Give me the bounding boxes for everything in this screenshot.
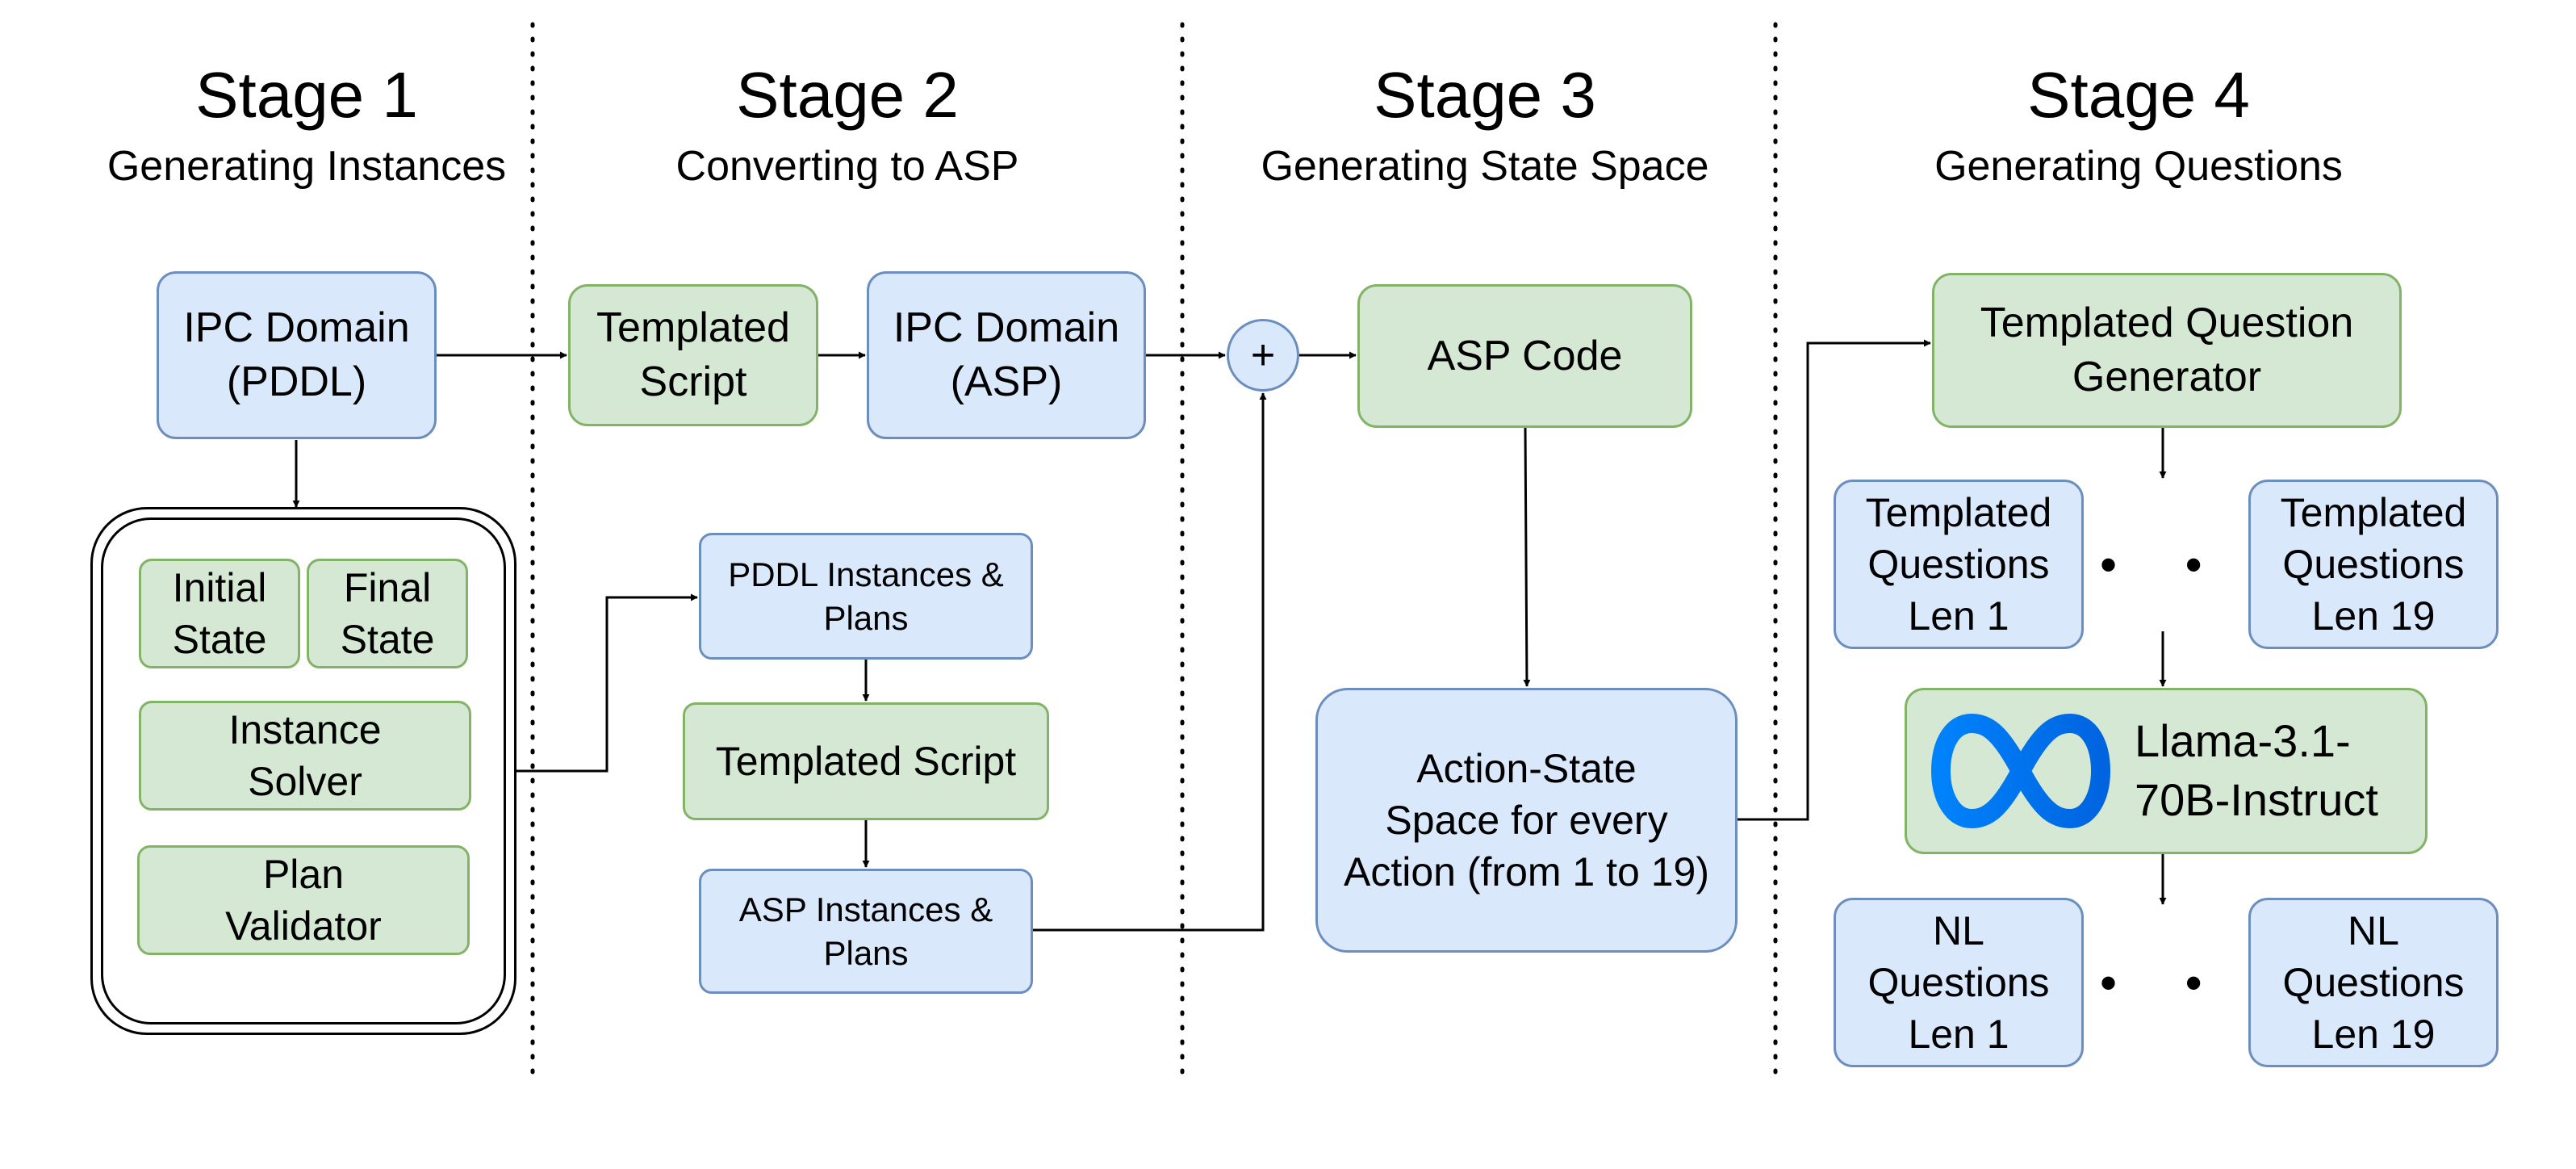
templated-script-label: Templated Script [715,739,1017,784]
arrow-asp-code-down [1523,427,1531,687]
plus-symbol: + [1250,332,1276,379]
llama-model-box: Llama-3.1- 70B-Instruct [1905,688,2428,854]
ipc-domain-asp-box: IPC Domain (ASP) [867,271,1146,439]
arrow-asp-instances-to-plus [1033,392,1267,932]
asp-code-box: ASP Code [1357,284,1692,428]
asp-code-label: ASP Code [1427,332,1623,379]
stage-1-tools-container-inner [101,517,506,1024]
action-state-space-label: Action-State Space for every Action (fro… [1344,746,1709,895]
nl-questions-len19-box: NL Questions Len 19 [2248,898,2499,1067]
nl-questions-len19-label: NL Questions Len 19 [2282,908,2465,1057]
stage-3-subtitle: Generating State Space [1261,143,1709,190]
pddl-instances-plans-box: PDDL Instances & Plans [699,533,1033,660]
plus-merge-node: + [1227,319,1299,392]
templated-script-box: Templated Script [683,702,1049,820]
arrow-state-space-to-generator [1738,339,1931,821]
initial-state-label: Initial State [172,565,267,662]
instance-solver-label: Instance Solver [228,707,382,804]
llama-model-label: Llama-3.1- 70B-Instruct [2135,715,2378,825]
pddl-instances-plans-label: PDDL Instances & Plans [728,555,1004,637]
arrow-container-to-pddl-instances [516,593,698,773]
arrows [292,339,2167,932]
templated-question-generator-label: Templated Question Generator [1980,300,2354,400]
stage-4-subtitle: Generating Questions [1934,143,2343,190]
stage-3-title: Stage 3 [1374,59,1596,131]
instance-solver-box: Instance Solver [139,701,471,811]
action-state-space-box: Action-State Space for every Action (fro… [1315,688,1738,953]
templated-questions-len19-label: Templated Questions Len 19 [2280,490,2467,639]
stage-1-subtitle: Generating Instances [107,143,507,190]
nl-questions-len1-label: NL Questions Len 1 [1867,908,2050,1057]
asp-instances-plans-label: ASP Instances & Plans [738,890,993,972]
templated-script-top-label: Templated Script [596,304,790,405]
nl-questions-len1-box: NL Questions Len 1 [1834,898,2084,1067]
stage-4-title: Stage 4 [2027,59,2250,131]
meta-infinity-logo-icon [1931,714,2110,828]
stage-2-subtitle: Converting to ASP [675,143,1019,190]
stage-2-title: Stage 2 [736,59,959,131]
stage-1-tools-container [90,507,516,1035]
plan-validator-box: Plan Validator [137,845,470,955]
final-state-box: Final State [307,559,468,668]
templated-questions-len1-box: Templated Questions Len 1 [1834,480,2084,649]
final-state-label: Final State [340,565,435,662]
asp-instances-plans-box: ASP Instances & Plans [699,869,1033,994]
ipc-domain-asp-label: IPC Domain (ASP) [893,304,1120,405]
templated-questions-len19-box: Templated Questions Len 19 [2248,480,2499,649]
stage-separators [530,22,1778,1076]
templated-question-generator-box: Templated Question Generator [1932,273,2402,428]
ipc-domain-pddl-box: IPC Domain (PDDL) [157,271,437,439]
ipc-domain-pddl-label: IPC Domain (PDDL) [183,304,410,405]
stage-1-title: Stage 1 [195,59,418,131]
initial-state-box: Initial State [139,559,300,668]
plan-validator-label: Plan Validator [225,852,382,949]
templated-questions-len1-label: Templated Questions Len 1 [1865,490,2052,639]
templated-script-top-box: Templated Script [568,284,818,426]
